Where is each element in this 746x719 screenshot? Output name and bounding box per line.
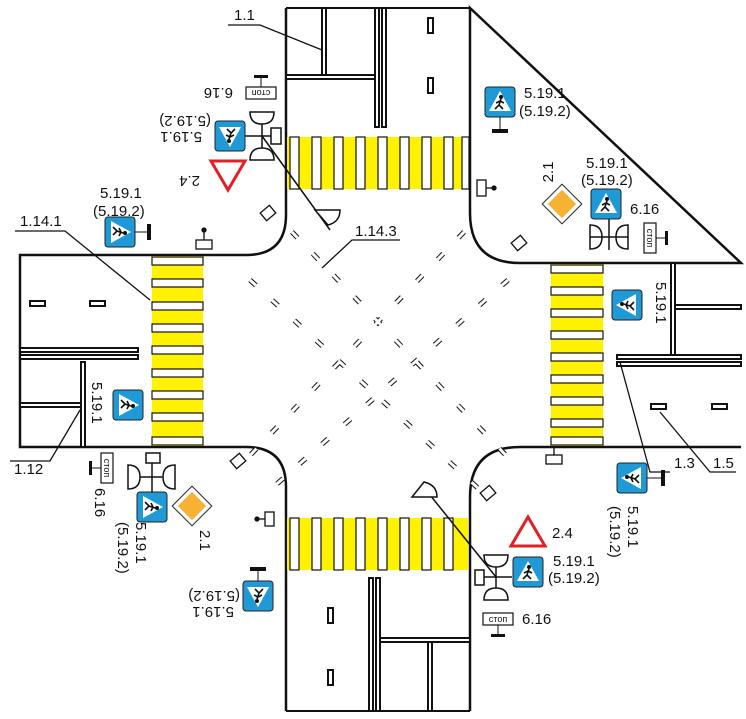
sign-stop-left: стоп — [89, 452, 114, 484]
sign-stop-right: стоп — [643, 222, 668, 254]
crosswalk-bottom — [287, 517, 468, 571]
label-1-1: 1.1 — [234, 7, 255, 24]
label-5-19-1-left-top: 5.19.1 — [100, 185, 142, 202]
label-5-19-2-top-left: (5.19.2) — [159, 112, 211, 129]
label-5-19-2-left-top: (5.19.2) — [93, 203, 145, 220]
label-1-14-1: 1.14.1 — [20, 213, 62, 230]
sign-ped-left-top — [104, 216, 151, 248]
leader-lines — [10, 24, 736, 473]
sign-stop-top-left: стоп — [245, 75, 277, 100]
label-6-16-top: 6.16 — [204, 84, 233, 101]
label-5-19-1-top-left: 5.19.1 — [160, 128, 202, 145]
sign-ped-right-crosswalk — [611, 289, 643, 321]
label-2-1-right: 2.1 — [540, 162, 557, 183]
sign-ped-bottom-left — [136, 491, 168, 523]
crosswalk-right — [550, 264, 604, 446]
crosswalk-left — [151, 256, 204, 446]
label-2-4-top-left: 2.4 — [179, 172, 200, 189]
stop-text: стоп — [102, 459, 112, 478]
sign-2-4-top-left — [209, 159, 247, 192]
label-5-19-2-bottom-left-2: (5.19.2) — [188, 587, 240, 604]
stop-text: стоп — [645, 229, 655, 248]
sign-ped-right — [590, 188, 622, 220]
sign-2-4-bottom-right — [509, 515, 547, 548]
stop-text: стоп — [489, 614, 508, 624]
label-6-16-bottom-right: 6.16 — [522, 611, 551, 628]
label-1-14-3: 1.14.3 — [355, 223, 397, 240]
label-5-19-1-right: 5.19.1 — [586, 155, 628, 172]
crosswalk-top — [287, 136, 470, 190]
label-1-5: 1.5 — [713, 455, 734, 472]
label-5-19-1-bottom-left: 5.19.1 — [132, 522, 149, 564]
label-5-19-2-top-right: (5.19.2) — [519, 103, 571, 120]
label-5-19-1-right-crosswalk: 5.19.1 — [652, 282, 669, 324]
label-2-1-bottom-left: 2.1 — [196, 530, 213, 551]
traffic-light-bottom-left — [127, 452, 176, 492]
stop-text: стоп — [252, 88, 271, 98]
sign-ped-top-left — [214, 120, 246, 152]
label-6-16-left: 6.16 — [91, 488, 108, 517]
lane-markings — [19, 7, 742, 712]
label-1-12: 1.12 — [14, 461, 43, 478]
label-5-19-1-bottom-right-crosswalk: 5.19.1 — [624, 506, 641, 548]
traffic-light-right — [589, 216, 629, 250]
label-1-3: 1.3 — [674, 455, 695, 472]
sign-stop-bottom-right: стоп — [482, 612, 514, 637]
label-5-19-2-bottom-left: (5.19.2) — [114, 522, 131, 574]
traffic-light-bottom-right — [410, 481, 512, 601]
label-6-16-right: 6.16 — [630, 201, 659, 218]
sign-ped-bottom-right — [512, 556, 544, 588]
label-5-19-1-bottom-left-2: 5.19.1 — [192, 603, 234, 620]
label-5-19-1-left: 5.19.1 — [88, 382, 105, 424]
label-5-19-1-top-right: 5.19.1 — [524, 85, 566, 102]
label-5-19-2-right: (5.19.2) — [581, 172, 633, 189]
sign-ped-top-right — [484, 86, 516, 133]
sign-ped-bottom-right-crosswalk — [616, 462, 665, 494]
label-5-19-2-bottom-right-crosswalk: (5.19.2) — [606, 506, 623, 558]
traffic-light-top-left — [243, 111, 341, 231]
sign-2-1-bottom-left — [171, 485, 213, 527]
diagonal-guide-lines — [234, 230, 522, 492]
label-2-4-bottom-right: 2.4 — [552, 525, 573, 542]
sign-ped-bottom-left-2 — [242, 567, 274, 612]
sign-ped-left-crosswalk — [112, 389, 144, 421]
pedestrian-lights — [195, 179, 563, 527]
label-5-19-2-bottom-right: (5.19.2) — [548, 570, 600, 587]
sign-2-1-right — [541, 183, 583, 225]
label-5-19-1-bottom-right: 5.19.1 — [553, 553, 595, 570]
